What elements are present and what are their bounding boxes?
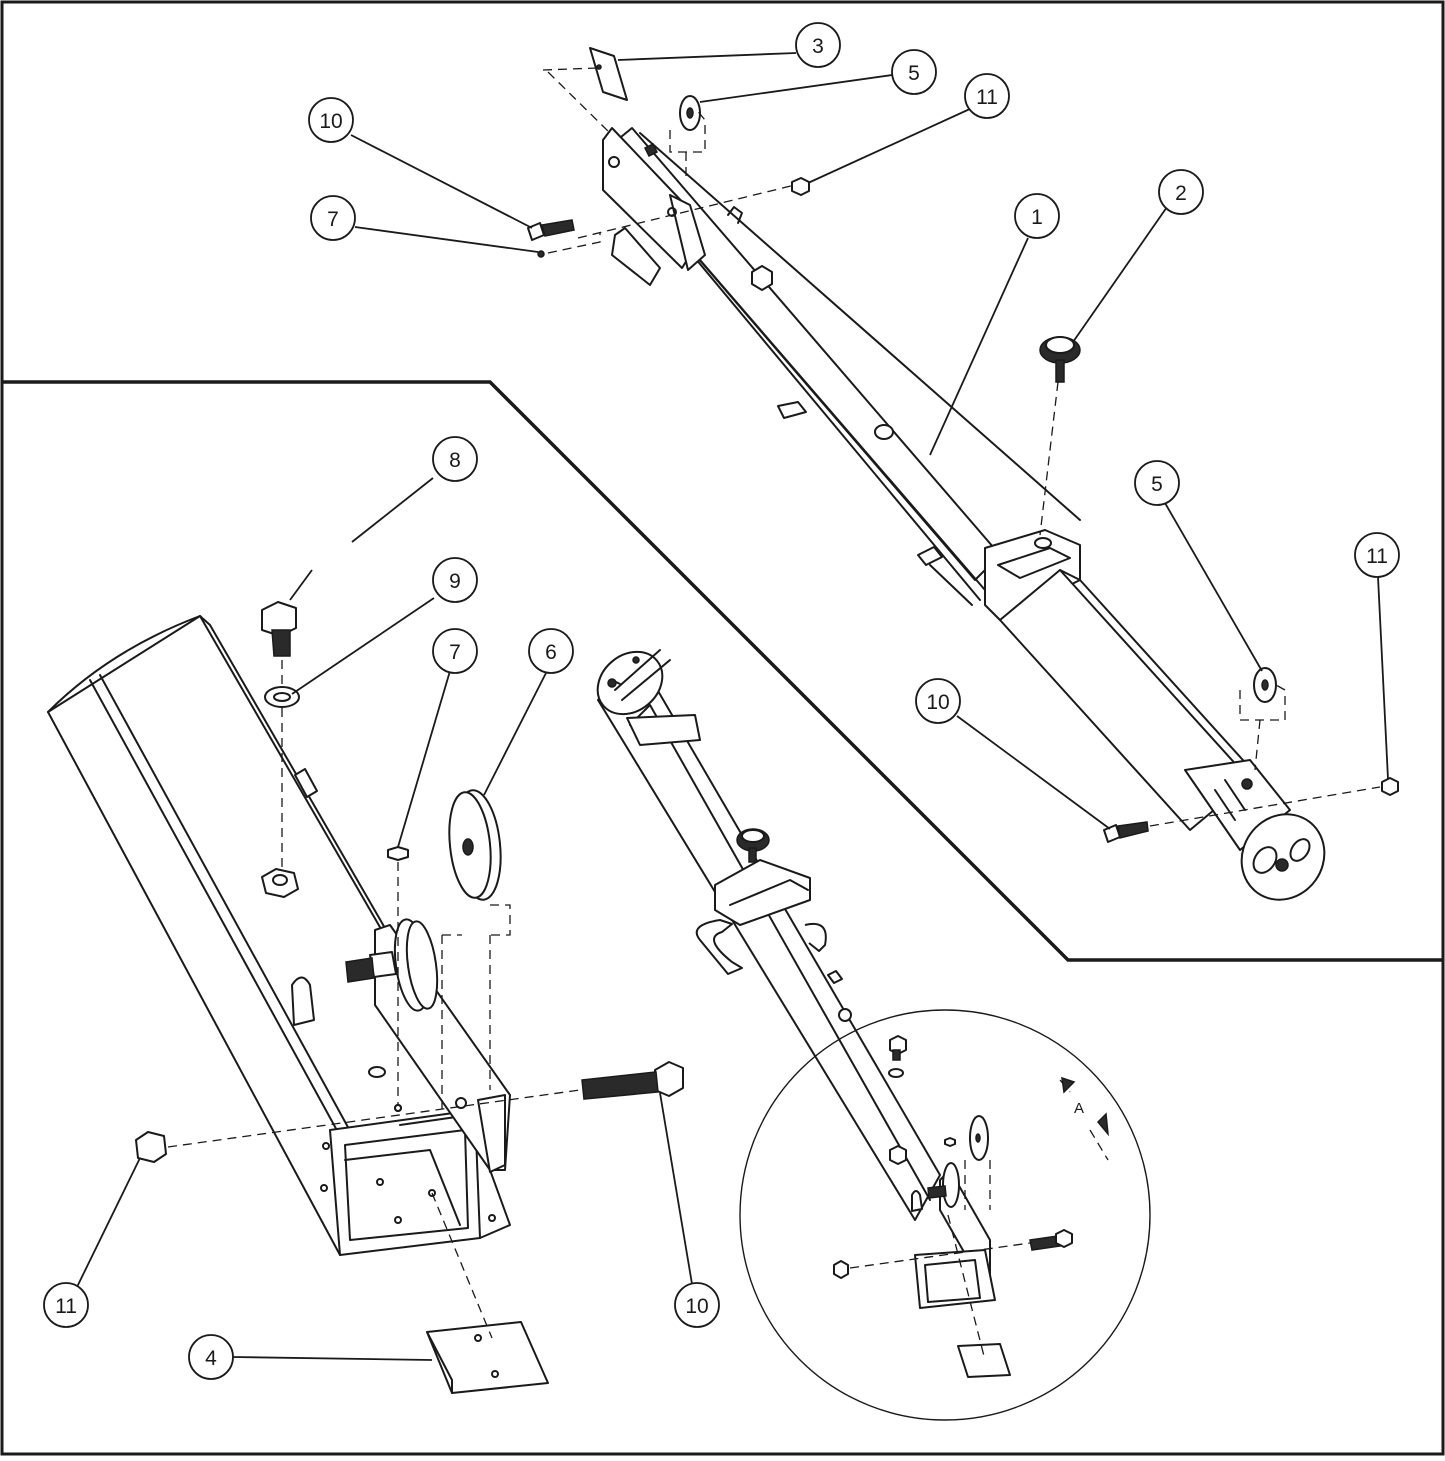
part-10-bolt (527, 219, 575, 241)
svg-text:11: 11 (1366, 545, 1388, 568)
svg-text:11: 11 (976, 86, 998, 109)
part-10-bolt-b (1103, 821, 1149, 843)
callout-5-lower: 5 (1134, 460, 1180, 506)
svg-text:10: 10 (319, 110, 342, 133)
callout-10: 10 (308, 97, 354, 143)
svg-text:5: 5 (908, 62, 920, 85)
callout-7-detail: 7 (432, 628, 478, 674)
reference-end-cap (596, 650, 664, 716)
arrow-a-bottom (1096, 1112, 1109, 1137)
fitting-nut (751, 265, 773, 291)
leader-lines (76, 52, 1389, 1361)
svg-text:3: 3 (812, 35, 824, 58)
detail-a-enlarged (47, 601, 684, 1394)
part-9-washer (264, 686, 300, 708)
part-11-nut-detail (135, 1131, 167, 1163)
callout-7: 7 (310, 195, 356, 241)
callout-10-lower: 10 (915, 678, 961, 724)
part-4-pad (426, 1321, 549, 1394)
svg-text:7: 7 (449, 641, 461, 664)
svg-text:10: 10 (926, 691, 949, 714)
part-11-nut-b (1381, 777, 1399, 796)
callout-1: 1 (1014, 193, 1060, 239)
callout-9: 9 (432, 557, 478, 603)
detail-marker: A (1074, 1100, 1084, 1117)
svg-text:9: 9 (449, 570, 461, 593)
svg-text:4: 4 (205, 1347, 217, 1370)
arrow-a-top (1061, 1076, 1076, 1094)
svg-text:11: 11 (55, 1295, 77, 1318)
part-11-nut (791, 177, 810, 196)
svg-text:10: 10 (685, 1295, 708, 1318)
reference-knob (736, 828, 770, 863)
part-10-long-bolt (581, 1061, 684, 1100)
callout-6: 6 (528, 628, 574, 674)
callout-8: 8 (432, 436, 478, 482)
callout-10-detail: 10 (674, 1282, 720, 1328)
part-7-pin-detail (387, 846, 409, 861)
callout-11-detail: 11 (43, 1282, 89, 1328)
part-2-knob (1039, 336, 1081, 383)
callout-11-lower: 11 (1354, 532, 1400, 578)
detail-clip (291, 976, 315, 1026)
callout-3: 3 (795, 22, 841, 68)
svg-text:7: 7 (327, 208, 339, 231)
callout-2: 2 (1158, 169, 1204, 215)
svg-text:5: 5 (1151, 473, 1163, 496)
svg-text:8: 8 (449, 449, 461, 472)
callout-11: 11 (964, 73, 1010, 119)
callout-4: 4 (188, 1334, 234, 1380)
detail-circle (739, 1009, 1151, 1421)
detail-hex-nut (261, 868, 299, 898)
part-7-pin (537, 250, 545, 258)
svg-text:6: 6 (545, 641, 557, 664)
reference-pad (957, 1343, 1011, 1378)
svg-text:2: 2 (1175, 182, 1187, 205)
boom-assembly-overview (527, 47, 1399, 901)
boom-assembly-reference: A (596, 649, 1151, 1421)
part-3-plate (589, 47, 628, 101)
part-8-bolt (261, 601, 297, 657)
part-6-sheave (448, 789, 502, 901)
end-cap (1240, 813, 1326, 901)
callout-5: 5 (891, 49, 937, 95)
svg-text:1: 1 (1031, 206, 1043, 229)
